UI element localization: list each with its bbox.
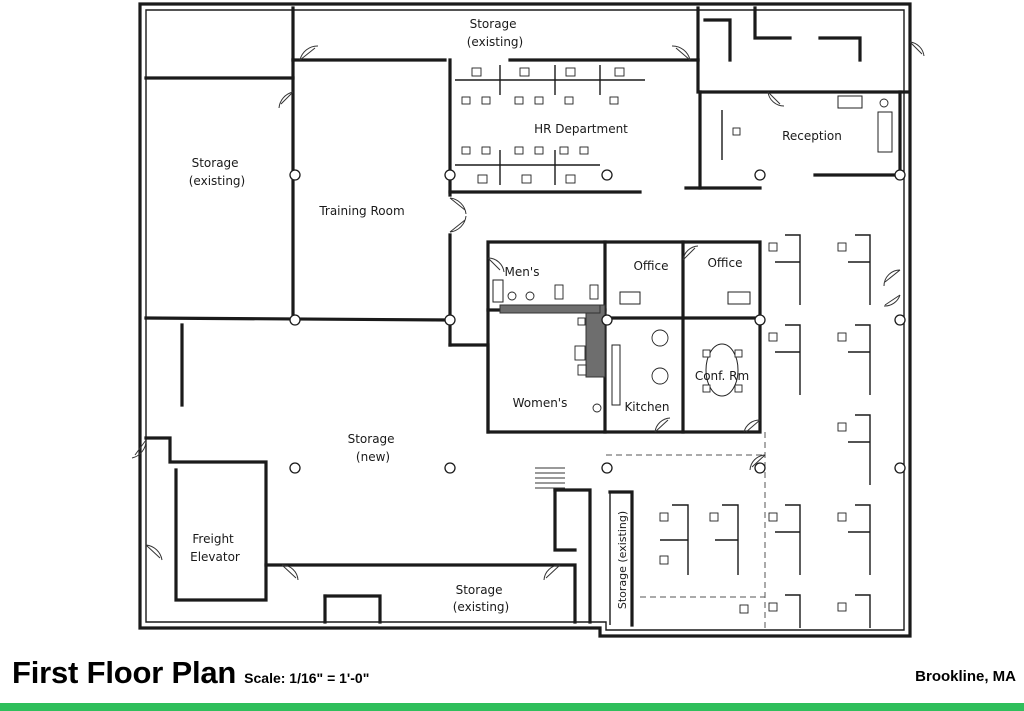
- stair: [535, 467, 565, 489]
- core-fixtures: [492, 279, 751, 413]
- room-label-office-1: Office: [633, 259, 668, 273]
- reception-furniture: [721, 95, 893, 160]
- room-label-training: Training Room: [318, 204, 404, 218]
- footer: First Floor Plan Scale: 1/16" = 1'-0" Bro…: [0, 652, 1024, 711]
- room-label-reception: Reception: [782, 129, 842, 143]
- doors: [131, 41, 925, 581]
- accent-bar: [0, 703, 1024, 711]
- room-label-storage-bottom: Storage (existing): [453, 583, 509, 614]
- room-label-office-2: Office: [707, 256, 742, 270]
- room-label-hr: HR Department: [534, 122, 628, 136]
- open-office-workstations: [659, 234, 871, 628]
- room-label-freight-elevator: Freight Elevator: [190, 532, 240, 564]
- room-label-conf: Conf. Rm: [695, 369, 749, 383]
- columns: [289, 169, 906, 474]
- plan-location: Brookline, MA: [915, 668, 1016, 685]
- plan-scale: Scale: 1/16" = 1'-0": [244, 670, 370, 686]
- room-label-mens: Men's: [505, 265, 540, 279]
- hr-workstations: [455, 65, 645, 185]
- room-label-storage-top: Storage (existing): [467, 17, 523, 49]
- outer-walls: [138, 2, 912, 638]
- room-label-womens: Women's: [513, 396, 568, 410]
- plan-title-block: First Floor Plan Scale: 1/16" = 1'-0": [12, 655, 369, 691]
- room-labels: Storage (existing) Storage (existing) Tr…: [189, 17, 842, 614]
- room-label-storage-new: Storage (new): [348, 432, 399, 464]
- room-label-kitchen: Kitchen: [624, 400, 669, 414]
- plan-title: First Floor Plan: [12, 655, 237, 690]
- room-label-storage-left: Storage (existing): [189, 156, 245, 188]
- room-label-storage-vertical: Storage (existing): [616, 511, 629, 609]
- interior-walls: [144, 6, 910, 630]
- floor-plan: Storage (existing) Storage (existing) Tr…: [131, 2, 925, 638]
